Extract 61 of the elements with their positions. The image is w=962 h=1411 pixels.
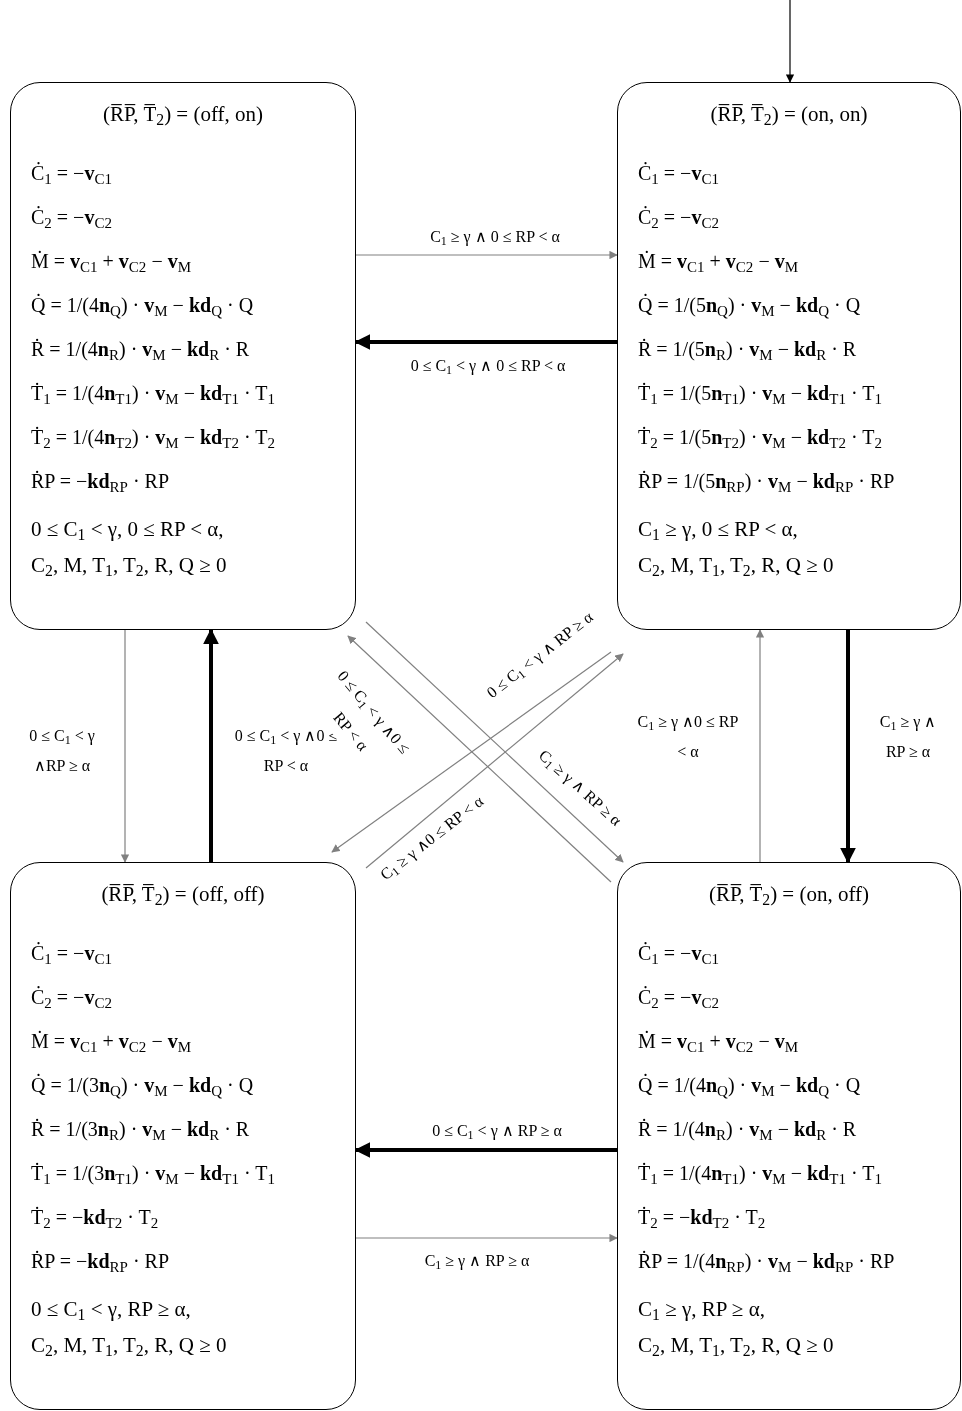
arrow [354, 1142, 617, 1158]
invariant-text: C$_{2}$, M, T$_{1}$, T$_{2}$, R, Q ≥ 0 [638, 552, 835, 581]
arrow [331, 651, 612, 853]
invariant-text: C$_{2}$, M, T$_{1}$, T$_{2}$, R, Q ≥ 0 [31, 1332, 228, 1361]
equation: Ṫ$_{2}$ = 1/(4n$_{T2}$) · v$_{M}$ − kd$_{T2}$ · T$_{2}$ [31, 425, 276, 453]
equation: Ṫ$_{2}$ = −kd$_{T2}$ · T$_{2}$ [638, 1205, 767, 1233]
arrow [365, 653, 624, 869]
equation: Ṫ$_{2}$ = 1/(5n$_{T2}$) · v$_{M}$ − kd$_{T2}$ · T$_{2}$ [638, 425, 883, 453]
equation: Q̇ = 1/(4n$_{Q}$) · v$_{M}$ − kd$_{Q}$ · Q [638, 1072, 862, 1101]
arrow [355, 1233, 618, 1243]
equation: Ṙ = 1/(3n$_{R}$) · v$_{M}$ − kd$_{R}$ · R [31, 1117, 251, 1145]
arrow [785, 0, 795, 83]
arrow [354, 334, 617, 350]
equation: Ṙ = 1/(4n$_{R}$) · v$_{M}$ − kd$_{R}$ · R [31, 337, 251, 365]
arrow [203, 628, 219, 862]
arrow [355, 250, 618, 260]
equation: ṘP = 1/(4n$_{RP}$) · v$_{M}$ − kd$_{RP}$ · RP [638, 1249, 896, 1277]
arrow [755, 629, 765, 863]
state-box [10, 82, 356, 630]
equation: Ċ$_{1}$ = −v$_{C1}$ [638, 941, 720, 969]
equation: Ċ$_{2}$ = −v$_{C2}$ [638, 985, 720, 1013]
invariant-text: C$_{1}$ ≥ γ, 0 ≤ RP < α, [638, 516, 799, 545]
equation: Ṫ$_{2}$ = −kd$_{T2}$ · T$_{2}$ [31, 1205, 160, 1233]
equation: Ṁ = v$_{C1}$ + v$_{C2}$ − v$_{M}$ [638, 1029, 799, 1057]
equation: Ṫ$_{1}$ = 1/(4n$_{T1}$) · v$_{M}$ − kd$_{T1}$ · T$_{1}$ [638, 1161, 883, 1189]
equation: Q̇ = 1/(4n$_{Q}$) · v$_{M}$ − kd$_{Q}$ · Q [31, 292, 255, 321]
arrow [840, 630, 856, 864]
arrow [120, 629, 130, 863]
equation: Ċ$_{2}$ = −v$_{C2}$ [638, 205, 720, 233]
invariant-text: C$_{2}$, M, T$_{1}$, T$_{2}$, R, Q ≥ 0 [31, 552, 228, 581]
arrow [365, 621, 624, 863]
equation: Q̇ = 1/(3n$_{Q}$) · v$_{M}$ − kd$_{Q}$ · Q [31, 1072, 255, 1101]
equation: Ċ$_{1}$ = −v$_{C1}$ [31, 161, 113, 189]
state-heading: (R̅P̅, T̅$_{2}$) = (on, on) [709, 101, 869, 129]
equation: Ṙ = 1/(4n$_{R}$) · v$_{M}$ − kd$_{R}$ · R [638, 1117, 858, 1145]
state-box [617, 862, 961, 1410]
state-box [10, 862, 356, 1410]
arrow [347, 635, 612, 883]
equation: Q̇ = 1/(5n$_{Q}$) · v$_{M}$ − kd$_{Q}$ · Q [638, 292, 862, 321]
equation: ṘP = −kd$_{RP}$ · RP [31, 469, 170, 497]
equation: ṘP = 1/(5n$_{RP}$) · v$_{M}$ − kd$_{RP}$ · RP [638, 469, 896, 497]
equation: Ċ$_{2}$ = −v$_{C2}$ [31, 205, 113, 233]
equation: Ṁ = v$_{C1}$ + v$_{C2}$ − v$_{M}$ [31, 1029, 192, 1057]
equation: Ṙ = 1/(5n$_{R}$) · v$_{M}$ − kd$_{R}$ · R [638, 337, 858, 365]
equation: Ṁ = v$_{C1}$ + v$_{C2}$ − v$_{M}$ [638, 249, 799, 277]
invariant-text: 0 ≤ C$_{1}$ < γ, 0 ≤ RP < α, [31, 516, 225, 545]
equation: Ṫ$_{1}$ = 1/(5n$_{T1}$) · v$_{M}$ − kd$_{T1}$ · T$_{1}$ [638, 381, 883, 409]
invariant-text: 0 ≤ C$_{1}$ < γ, RP ≥ α, [31, 1296, 192, 1325]
equation: Ṁ = v$_{C1}$ + v$_{C2}$ − v$_{M}$ [31, 249, 192, 277]
equation: Ċ$_{2}$ = −v$_{C2}$ [31, 985, 113, 1013]
state-heading: (R̅P̅, T̅$_{2}$) = (off, off) [100, 881, 266, 909]
equation: ṘP = −kd$_{RP}$ · RP [31, 1249, 170, 1277]
equation: Ċ$_{1}$ = −v$_{C1}$ [31, 941, 113, 969]
invariant-text: C$_{1}$ ≥ γ, RP ≥ α, [638, 1296, 766, 1325]
state-box [617, 82, 961, 630]
equation: Ṫ$_{1}$ = 1/(4n$_{T1}$) · v$_{M}$ − kd$_{T1}$ · T$_{1}$ [31, 381, 276, 409]
invariant-text: C$_{2}$, M, T$_{1}$, T$_{2}$, R, Q ≥ 0 [638, 1332, 835, 1361]
equation: Ṫ$_{1}$ = 1/(3n$_{T1}$) · v$_{M}$ − kd$_{T1}$ · T$_{1}$ [31, 1161, 276, 1189]
equation: Ċ$_{1}$ = −v$_{C1}$ [638, 161, 720, 189]
state-heading: (R̅P̅, T̅$_{2}$) = (off, on) [101, 101, 265, 129]
state-heading: (R̅P̅, T̅$_{2}$) = (on, off) [707, 881, 871, 909]
